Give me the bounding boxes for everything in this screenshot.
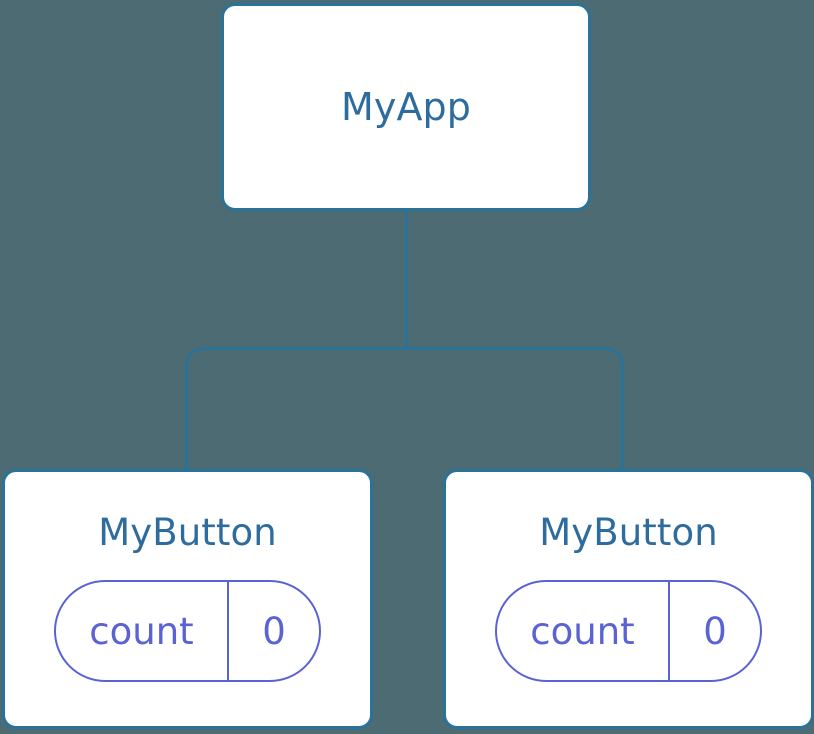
node-title: MyButton xyxy=(539,511,718,554)
state-key-label: count xyxy=(89,609,194,653)
node-child-mybutton-2[interactable]: MyButton count 0 xyxy=(443,469,814,729)
node-child-mybutton-1[interactable]: MyButton count 0 xyxy=(2,469,373,729)
edge-root-to-left-child xyxy=(185,347,407,470)
state-key-label: count xyxy=(530,609,635,653)
state-capsule[interactable]: count 0 xyxy=(495,580,762,682)
state-value-label: 0 xyxy=(703,609,727,653)
state-capsule[interactable]: count 0 xyxy=(54,580,321,682)
node-title: MyApp xyxy=(340,85,471,129)
state-value-label: 0 xyxy=(262,609,286,653)
state-value-cell: 0 xyxy=(229,582,319,680)
state-key-cell: count xyxy=(56,582,229,680)
node-root-myapp[interactable]: MyApp xyxy=(221,3,591,211)
edge-root-to-right-child xyxy=(406,347,624,470)
state-value-cell: 0 xyxy=(670,582,760,680)
state-key-cell: count xyxy=(497,582,670,680)
node-title: MyButton xyxy=(98,511,277,554)
